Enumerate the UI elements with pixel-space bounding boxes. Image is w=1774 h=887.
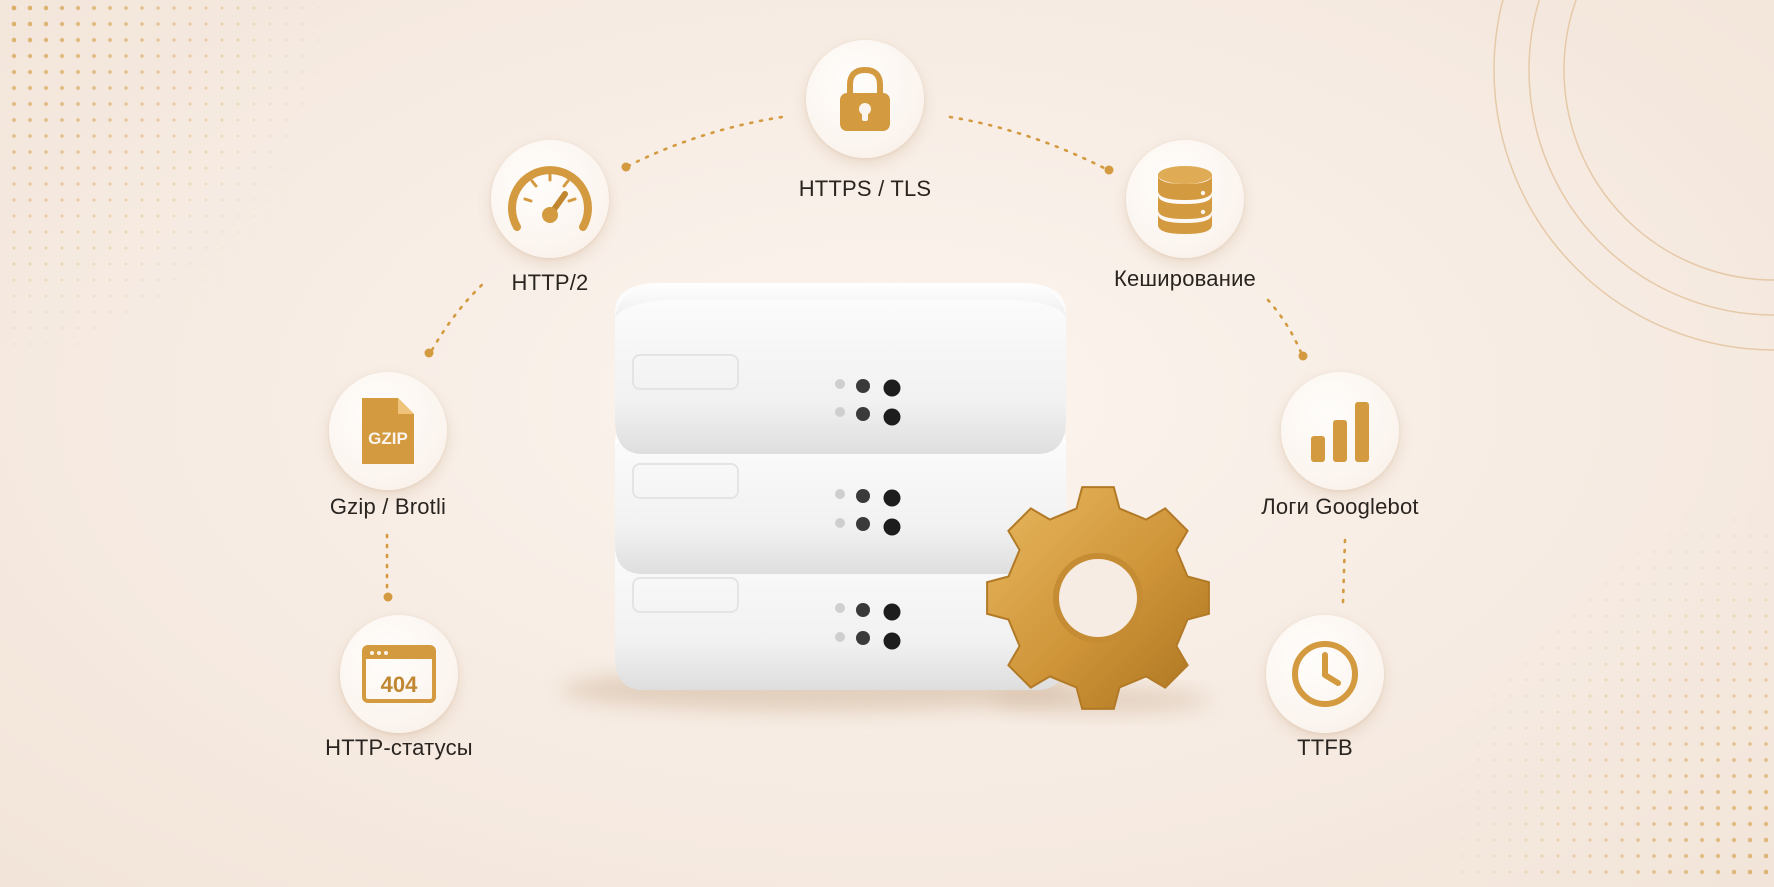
connector-lines <box>385 115 1347 604</box>
gzip-file-icon: GZIP <box>358 394 418 468</box>
statuses-icon-text: 404 <box>381 672 418 697</box>
clock-icon <box>1290 639 1360 709</box>
server-unit-top <box>615 283 1066 454</box>
node-cache: Кеширование <box>1075 140 1295 320</box>
gzip-icon-text: GZIP <box>368 429 408 448</box>
node-https: HTTPS / TLS <box>755 40 975 220</box>
node-https-badge <box>806 40 924 158</box>
lock-icon <box>835 65 895 133</box>
node-http2-badge <box>491 140 609 258</box>
node-https-label: HTTPS / TLS <box>798 176 932 201</box>
node-cache-badge <box>1126 140 1244 258</box>
node-statuses-label: HTTP-статусы <box>325 735 473 760</box>
node-statuses: 404 HTTP-статусы <box>289 615 509 795</box>
bar-chart-icon <box>1309 400 1371 462</box>
server-stack-icon <box>615 283 1066 690</box>
connector-endpoints <box>383 162 1308 602</box>
gear-icon <box>986 486 1210 710</box>
node-statuses-badge: 404 <box>340 615 458 733</box>
browser-404-icon: 404 <box>361 644 437 704</box>
decorative-arcs <box>1493 0 1774 351</box>
node-ttfb-badge <box>1266 615 1384 733</box>
speedometer-icon <box>505 161 595 237</box>
node-gzip-label: Gzip / Brotli <box>329 494 447 519</box>
node-logs-label: Логи Googlebot <box>1261 494 1419 519</box>
node-logs-badge <box>1281 372 1399 490</box>
node-ttfb-label: TTFB <box>1297 735 1353 760</box>
node-cache-label: Кеширование <box>1113 266 1256 291</box>
node-http2: HTTP/2 <box>440 140 660 320</box>
node-logs: Логи Googlebot <box>1230 372 1450 552</box>
node-http2-label: HTTP/2 <box>511 270 589 295</box>
dot-texture-right <box>1444 518 1769 875</box>
database-icon <box>1155 163 1215 235</box>
dot-texture-left <box>11 5 336 378</box>
node-gzip: GZIP Gzip / Brotli <box>278 372 498 552</box>
node-gzip-badge: GZIP <box>329 372 447 490</box>
node-ttfb: TTFB <box>1215 615 1435 795</box>
